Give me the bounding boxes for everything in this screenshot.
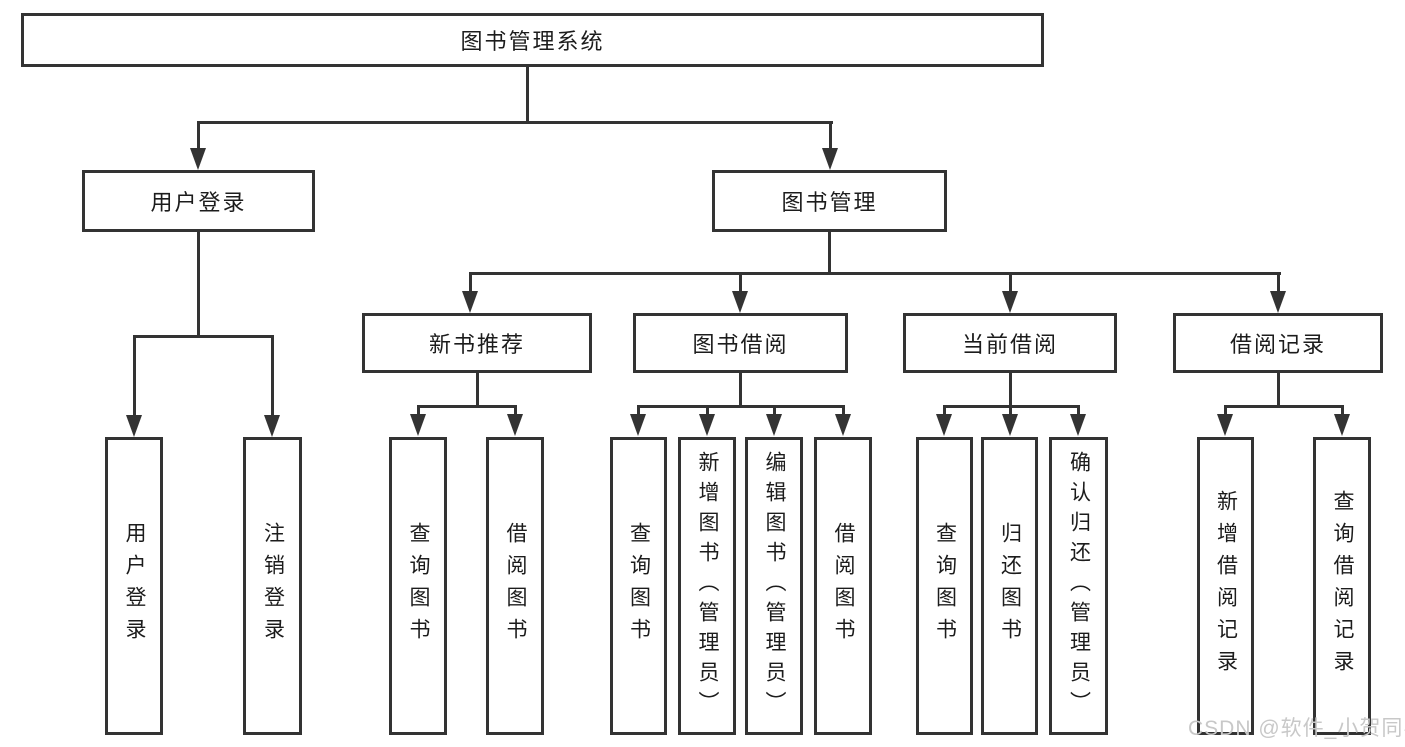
leaf-add-books-admin: 新增图书（管理员） bbox=[678, 437, 736, 735]
arrowhead-down-icon bbox=[410, 414, 426, 436]
tree-line bbox=[1341, 405, 1344, 415]
tree-line bbox=[271, 335, 274, 416]
node-user-login: 用户登录 bbox=[82, 170, 315, 232]
arrowhead-down-icon bbox=[126, 415, 142, 437]
leaf-borrow-books-recommend: 借阅图书 bbox=[486, 437, 544, 735]
arrowhead-down-icon bbox=[264, 415, 280, 437]
tree-line bbox=[1224, 405, 1227, 415]
node-book-borrowing: 图书借阅 bbox=[633, 313, 848, 373]
tree-line bbox=[1277, 373, 1280, 408]
arrowhead-down-icon bbox=[835, 414, 851, 436]
tree-line bbox=[133, 335, 136, 416]
leaf-query-books-borrow: 查询图书 bbox=[610, 437, 667, 735]
node-current-borrowing: 当前借阅 bbox=[903, 313, 1117, 373]
node-borrowing-records: 借阅记录 bbox=[1173, 313, 1383, 373]
tree-line bbox=[514, 405, 517, 415]
tree-line bbox=[1009, 373, 1012, 408]
arrowhead-down-icon bbox=[936, 414, 952, 436]
tree-line bbox=[197, 232, 200, 338]
tree-line bbox=[828, 232, 831, 275]
leaf-user-login: 用户登录 bbox=[105, 437, 163, 735]
leaf-query-books-current: 查询图书 bbox=[916, 437, 973, 735]
tree-line bbox=[417, 405, 420, 415]
tree-line bbox=[943, 405, 946, 415]
arrowhead-down-icon bbox=[1217, 414, 1233, 436]
tree-line bbox=[637, 405, 640, 415]
leaf-query-borrow-record: 查询借阅记录 bbox=[1313, 437, 1371, 735]
leaf-logout-login: 注销登录 bbox=[243, 437, 302, 735]
tree-line bbox=[1009, 272, 1012, 292]
tree-line bbox=[739, 272, 742, 292]
tree-line bbox=[1277, 272, 1280, 292]
leaf-query-books-recommend: 查询图书 bbox=[389, 437, 447, 735]
arrowhead-down-icon bbox=[1002, 414, 1018, 436]
watermark: CSDN @软件_小贺同学 bbox=[1188, 717, 1405, 740]
arrowhead-down-icon bbox=[630, 414, 646, 436]
node-new-book-recommendation: 新书推荐 bbox=[362, 313, 592, 373]
tree-line bbox=[1224, 405, 1343, 408]
arrowhead-down-icon bbox=[1334, 414, 1350, 436]
tree-line bbox=[739, 373, 742, 408]
arrowhead-down-icon bbox=[1002, 291, 1018, 313]
leaf-confirm-return-admin: 确认归还（管理员） bbox=[1049, 437, 1108, 735]
leaf-return-books: 归还图书 bbox=[981, 437, 1038, 735]
tree-line bbox=[469, 272, 1281, 275]
tree-line bbox=[469, 272, 472, 292]
node-book-management: 图书管理 bbox=[712, 170, 947, 232]
tree-line bbox=[829, 121, 832, 150]
tree-line bbox=[842, 405, 845, 415]
tree-line bbox=[773, 405, 776, 415]
tree-line bbox=[1077, 405, 1080, 415]
tree-line bbox=[526, 67, 529, 124]
arrowhead-down-icon bbox=[1070, 414, 1086, 436]
leaf-edit-books-admin: 编辑图书（管理员） bbox=[745, 437, 803, 735]
arrowhead-down-icon bbox=[732, 291, 748, 313]
tree-line bbox=[133, 335, 274, 338]
arrowhead-down-icon bbox=[1270, 291, 1286, 313]
arrowhead-down-icon bbox=[822, 148, 838, 170]
tree-line bbox=[706, 405, 709, 415]
tree-line bbox=[417, 405, 517, 408]
arrowhead-down-icon bbox=[766, 414, 782, 436]
arrowhead-down-icon bbox=[507, 414, 523, 436]
arrowhead-down-icon bbox=[462, 291, 478, 313]
leaf-borrow-books-borrow: 借阅图书 bbox=[814, 437, 872, 735]
tree-line bbox=[476, 373, 479, 408]
leaf-add-borrow-record: 新增借阅记录 bbox=[1197, 437, 1254, 735]
arrowhead-down-icon bbox=[190, 148, 206, 170]
arrowhead-down-icon bbox=[699, 414, 715, 436]
tree-line bbox=[1009, 405, 1012, 415]
tree-line bbox=[637, 405, 845, 408]
node-library-system: 图书管理系统 bbox=[21, 13, 1044, 67]
tree-line bbox=[197, 121, 200, 150]
tree-line bbox=[197, 121, 833, 124]
